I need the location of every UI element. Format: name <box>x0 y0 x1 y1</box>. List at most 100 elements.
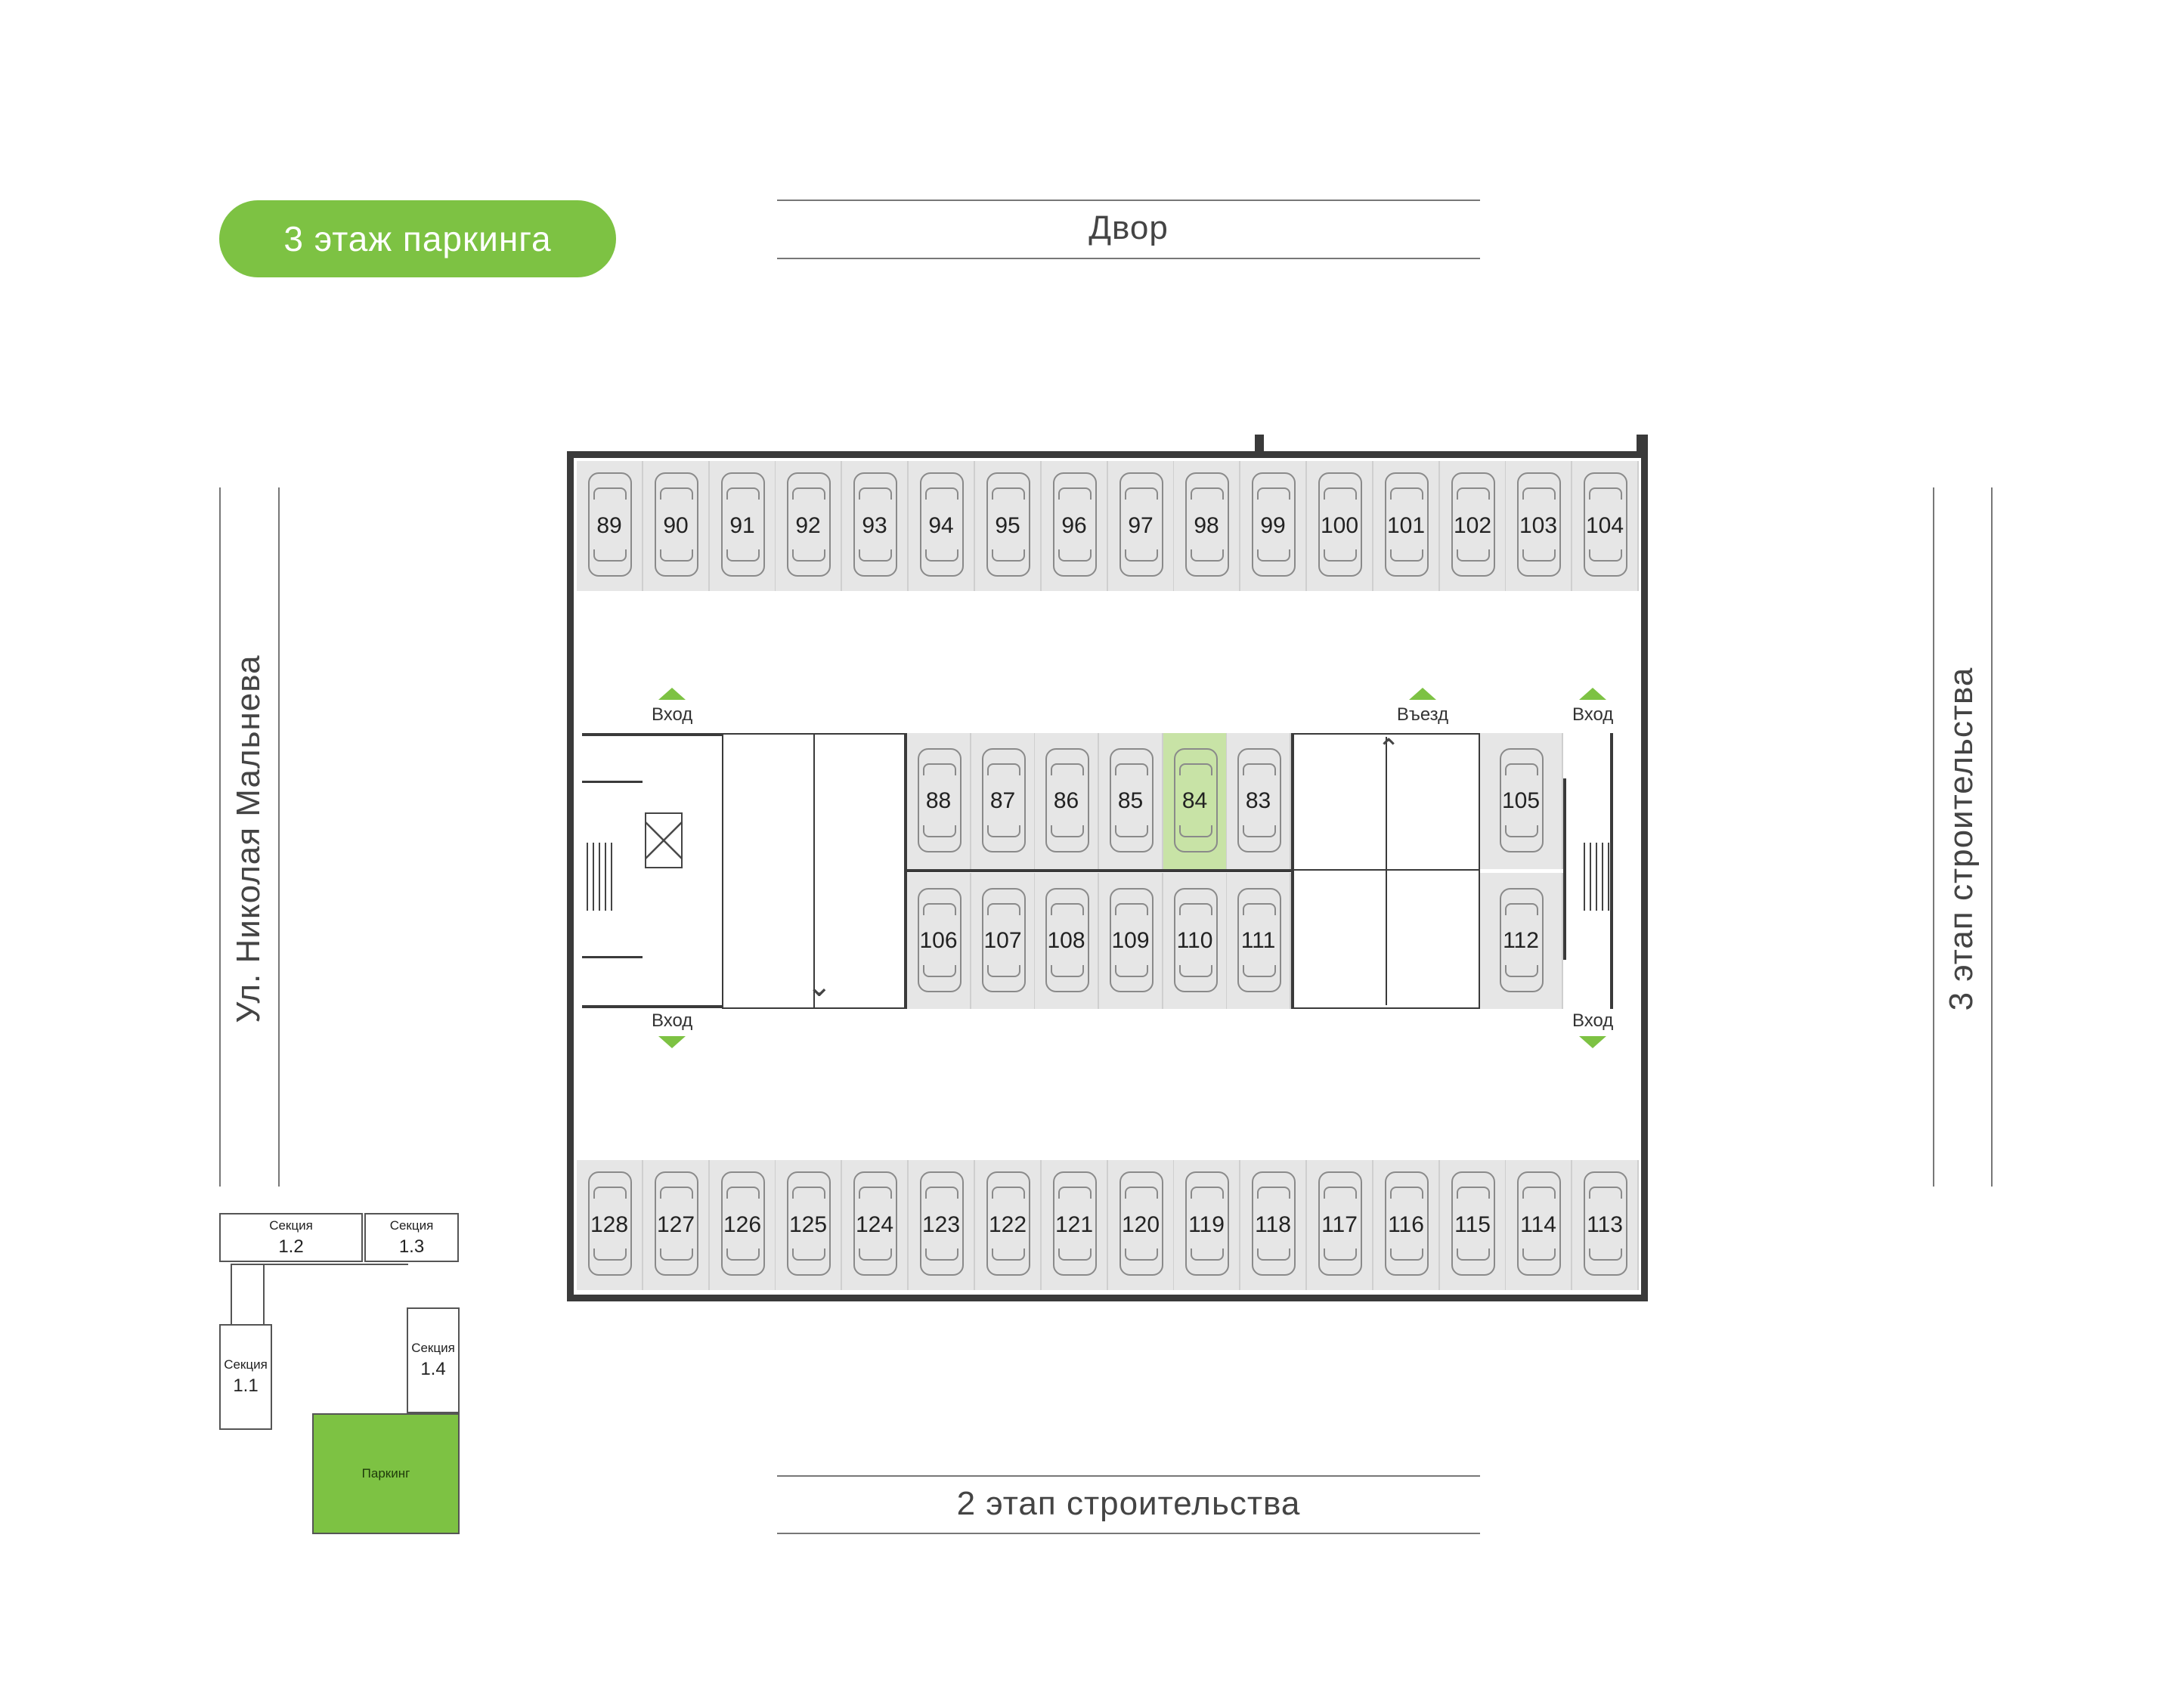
mini-connector <box>231 1264 265 1326</box>
spot-number: 127 <box>656 1212 695 1237</box>
parking-spot-95[interactable]: 95 <box>975 461 1042 591</box>
spot-number: 101 <box>1386 513 1426 538</box>
parking-spot-112[interactable]: 112 <box>1480 873 1563 1009</box>
wall-top <box>567 451 1648 458</box>
parking-spot-110[interactable]: 110 <box>1163 873 1228 1009</box>
mini-parking[interactable]: Паркинг <box>312 1413 460 1534</box>
mid-wall-left <box>904 733 907 1009</box>
parking-spot-120[interactable]: 120 <box>1108 1160 1175 1290</box>
section-word: Секция <box>269 1218 313 1233</box>
top-line-upper <box>777 200 1480 201</box>
spot-number: 113 <box>1587 1212 1623 1237</box>
parking-spot-89[interactable]: 89 <box>577 461 643 591</box>
stair-wall-bottom <box>582 1005 733 1008</box>
spot-number: 92 <box>795 513 821 538</box>
spot-number: 96 <box>1061 513 1087 538</box>
parking-spot-93[interactable]: 93 <box>842 461 909 591</box>
entry-label: Вход <box>652 1010 693 1031</box>
entry-label: Вход <box>652 704 693 725</box>
car-outline-icon <box>721 472 765 577</box>
parking-spot-116[interactable]: 116 <box>1373 1160 1440 1290</box>
parking-spot-115[interactable]: 115 <box>1440 1160 1507 1290</box>
parking-spot-86[interactable]: 86 <box>1035 733 1099 869</box>
parking-spot-122[interactable]: 122 <box>975 1160 1042 1290</box>
parking-spot-98[interactable]: 98 <box>1174 461 1240 591</box>
parking-spot-108[interactable]: 108 <box>1035 873 1099 1009</box>
car-outline-icon <box>787 1171 831 1276</box>
spot-number: 116 <box>1388 1212 1424 1237</box>
mini-section-1-4[interactable]: Секция 1.4 <box>407 1307 460 1413</box>
parking-spot-107[interactable]: 107 <box>971 873 1036 1009</box>
parking-spot-101[interactable]: 101 <box>1373 461 1440 591</box>
mini-section-1-2[interactable]: Секция 1.2 <box>219 1213 363 1262</box>
parking-spot-114[interactable]: 114 <box>1506 1160 1572 1290</box>
car-outline-icon <box>1500 748 1544 852</box>
spot-number: 97 <box>1128 513 1154 538</box>
parking-spot-121[interactable]: 121 <box>1042 1160 1108 1290</box>
parking-spot-91[interactable]: 91 <box>710 461 776 591</box>
spot-number: 106 <box>919 928 958 953</box>
right-line-outer <box>1991 487 1993 1187</box>
parking-spot-97[interactable]: 97 <box>1108 461 1175 591</box>
parking-spot-106[interactable]: 106 <box>907 873 971 1009</box>
parking-spot-118[interactable]: 118 <box>1240 1160 1307 1290</box>
spot-number: 110 <box>1176 928 1213 953</box>
parking-spot-99[interactable]: 99 <box>1240 461 1307 591</box>
ramp-right-divider <box>1386 737 1387 1005</box>
parking-spot-117[interactable]: 117 <box>1307 1160 1373 1290</box>
mini-section-1-3[interactable]: Секция 1.3 <box>364 1213 459 1262</box>
car-outline-icon <box>1252 472 1296 577</box>
elevator-left <box>645 812 683 868</box>
left-line-inner <box>278 487 280 1187</box>
car-outline-icon <box>1318 472 1362 577</box>
parking-spot-127[interactable]: 127 <box>643 1160 710 1290</box>
spot-number: 107 <box>983 928 1022 953</box>
spot-number: 100 <box>1320 513 1359 538</box>
entry-right-top: Вход <box>1572 688 1613 726</box>
parking-spot-87[interactable]: 87 <box>971 733 1036 869</box>
car-outline-icon <box>1045 888 1089 992</box>
parking-spot-94[interactable]: 94 <box>909 461 975 591</box>
spot-number: 119 <box>1188 1212 1225 1237</box>
spot-number: 126 <box>723 1212 762 1237</box>
section-word: Секция <box>389 1218 434 1233</box>
parking-spot-105[interactable]: 105 <box>1480 733 1563 869</box>
drive-in-marker: Въезд <box>1389 688 1457 726</box>
stairs-right <box>1584 843 1614 911</box>
parking-spot-102[interactable]: 102 <box>1440 461 1507 591</box>
floor-badge[interactable]: 3 этаж паркинга <box>219 200 616 277</box>
parking-spot-125[interactable]: 125 <box>776 1160 842 1290</box>
parking-spot-126[interactable]: 126 <box>710 1160 776 1290</box>
parking-spot-104[interactable]: 104 <box>1572 461 1639 591</box>
parking-spot-109[interactable]: 109 <box>1099 873 1163 1009</box>
parking-spot-90[interactable]: 90 <box>643 461 710 591</box>
parking-spot-128[interactable]: 128 <box>577 1160 643 1290</box>
parking-spot-85[interactable]: 85 <box>1099 733 1163 869</box>
spot-number: 88 <box>925 788 952 813</box>
car-outline-icon <box>1109 748 1154 852</box>
car-outline-icon <box>1451 1171 1495 1276</box>
parking-spot-100[interactable]: 100 <box>1307 461 1373 591</box>
mini-section-1-1[interactable]: Секция 1.1 <box>219 1324 272 1430</box>
spot-number: 105 <box>1501 788 1541 813</box>
spot-number: 87 <box>989 788 1016 813</box>
label-stage-3: 3 этап строительства <box>1943 667 1980 1011</box>
parking-spot-83[interactable]: 83 <box>1227 733 1291 869</box>
parking-spot-111[interactable]: 111 <box>1227 873 1291 1009</box>
parking-spot-124[interactable]: 124 <box>842 1160 909 1290</box>
parking-spot-119[interactable]: 119 <box>1174 1160 1240 1290</box>
parking-spot-84[interactable]: 84 <box>1163 733 1228 869</box>
parking-spot-103[interactable]: 103 <box>1506 461 1572 591</box>
spot-number: 99 <box>1260 513 1286 538</box>
parking-spot-123[interactable]: 123 <box>909 1160 975 1290</box>
entry-label: Вход <box>1572 704 1614 725</box>
parking-spot-113[interactable]: 113 <box>1572 1160 1639 1290</box>
drive-in-label: Въезд <box>1396 704 1449 725</box>
spot-number: 103 <box>1519 513 1558 538</box>
car-outline-icon <box>787 472 831 577</box>
parking-spot-88[interactable]: 88 <box>907 733 971 869</box>
parking-spot-92[interactable]: 92 <box>776 461 842 591</box>
parking-spot-96[interactable]: 96 <box>1042 461 1108 591</box>
